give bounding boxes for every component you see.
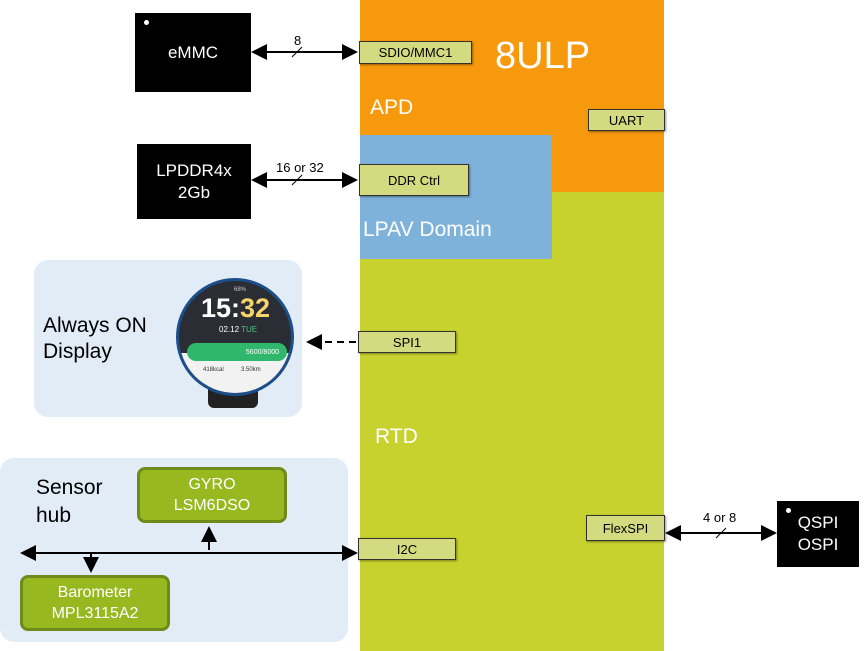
watch-face: 68% 15:32 02.12 TUE 5600/8000 418kcal 3.… [176, 278, 294, 396]
uart-port: UART [588, 109, 665, 131]
rtd-domain [360, 192, 664, 651]
distance-text: 3.50km [241, 367, 261, 373]
qspi-label-2: OSPI [797, 535, 839, 554]
kcal-text: 418kcal [203, 367, 224, 373]
qspi-label-1: QSPI [797, 513, 839, 532]
emmc-label: eMMC [167, 42, 219, 62]
flexspi-bus-width: 4 or 8 [703, 510, 737, 525]
emmc-bus-width: 8 [294, 33, 302, 48]
i2c-port: I2C [358, 538, 456, 560]
lpav-domain [360, 135, 552, 259]
qspi-chip: QSPI OSPI [777, 501, 859, 567]
pin1-dot-icon [786, 508, 791, 513]
sdio-port: SDIO/MMC1 [359, 41, 472, 64]
lpddr-label-2: 2Gb [177, 182, 211, 202]
spi1-port: SPI1 [358, 331, 456, 353]
apd-label: APD [370, 96, 414, 119]
pin1-dot-icon [144, 20, 149, 25]
rtd-label: RTD [375, 425, 418, 448]
soc-title: 8ULP [495, 35, 591, 77]
bus-slash [715, 527, 727, 539]
watch-date: 02.12 TUE [219, 325, 258, 334]
battery-text: 68% [234, 287, 247, 293]
ddr-bus-width: 16 or 32 [276, 160, 324, 175]
flexspi-port: FlexSPI [586, 515, 665, 541]
emmc-chip: eMMC [135, 13, 251, 92]
lpav-label: LPAV Domain [363, 218, 492, 241]
lpddr-label-1: LPDDR4x [156, 160, 232, 180]
bus-slash [291, 174, 303, 186]
ddr-port: DDR Ctrl [359, 164, 469, 196]
watch-time: 15:32 [201, 293, 271, 323]
steps-bar: 5600/8000 [187, 343, 287, 361]
watch-image: 68% 15:32 02.12 TUE 5600/8000 418kcal 3.… [174, 276, 296, 408]
bus-slash [291, 46, 303, 58]
